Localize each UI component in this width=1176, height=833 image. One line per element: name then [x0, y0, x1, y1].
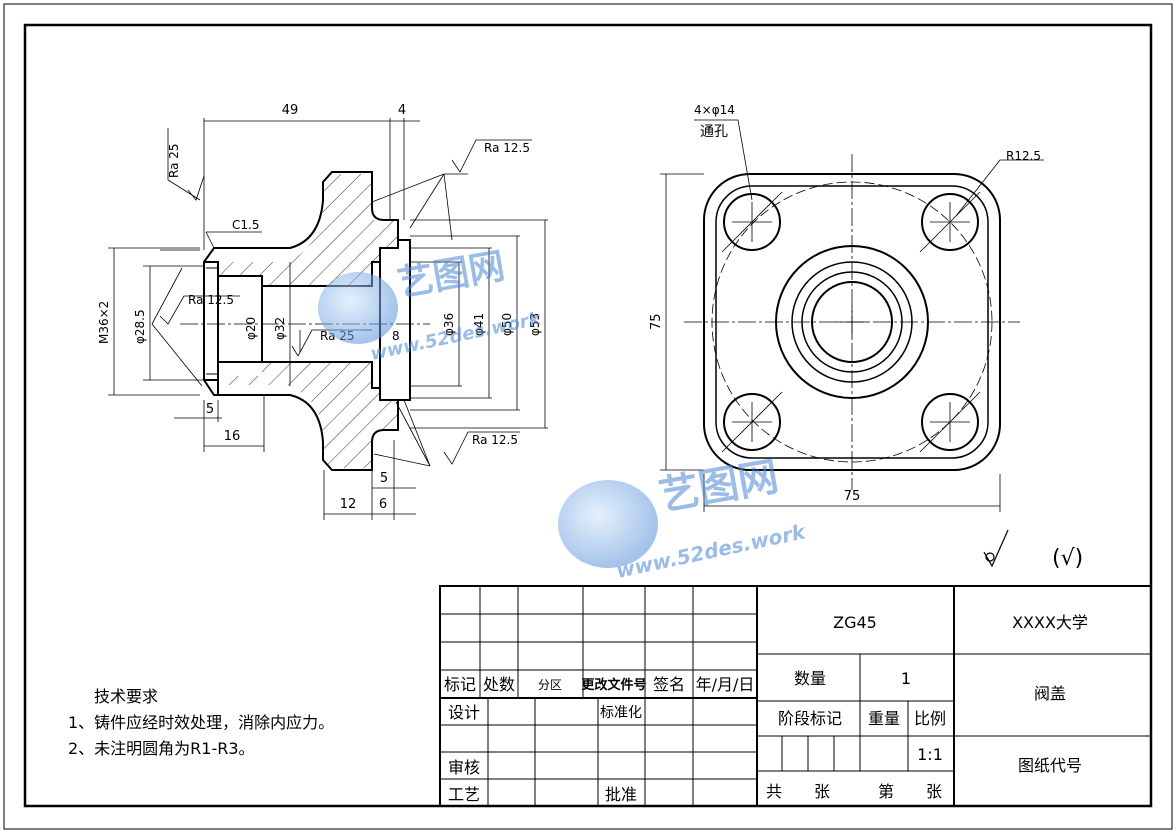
side-dim-texts: 4×φ14 通孔 R12.5 75 75	[649, 103, 1041, 504]
tb-date: 年/月/日	[696, 675, 755, 694]
tb-quantity: 1	[901, 669, 911, 688]
dim-m36: M36×2	[97, 301, 111, 344]
title-block-texts: 标记 处数 分区 更改文件号 签名 年/月/日 设计 标准化 审核 工艺 批准 …	[444, 613, 1088, 804]
bolt-hole-br	[921, 393, 979, 451]
tb-quantity-label: 数量	[794, 669, 826, 688]
tb-sheets2: 张	[926, 782, 942, 801]
general-roughness	[983, 529, 1009, 568]
tb-total: 共	[766, 782, 782, 801]
tb-material: ZG45	[833, 613, 877, 632]
ra-125-left: Ra 12.5	[188, 293, 234, 307]
tb-zone: 分区	[538, 678, 562, 692]
roughness-note: (√)	[1052, 546, 1083, 571]
tb-drawing-code: 图纸代号	[1018, 756, 1082, 775]
dim-53: φ53	[528, 313, 542, 336]
dim-5b: 5	[380, 471, 388, 486]
tb-mark: 标记	[444, 675, 476, 694]
dim-75-horizontal: 75	[844, 489, 861, 504]
dim-75-vertical: 75	[649, 313, 664, 330]
dim-32: φ32	[273, 317, 287, 340]
tb-sheets1: 张	[814, 782, 830, 801]
tb-weight: 重量	[868, 709, 900, 728]
tb-part-name: 阀盖	[1034, 684, 1066, 703]
part-outline	[203, 171, 411, 471]
dim-5a: 5	[206, 402, 214, 417]
bolt-hole-bl	[723, 393, 781, 451]
tb-standard: 标准化	[600, 705, 642, 721]
tb-university: XXXX大学	[1012, 613, 1088, 632]
section-hatch-lower	[218, 362, 398, 468]
watermark-globe-icon	[318, 272, 398, 344]
dim-6: 6	[379, 497, 387, 512]
tb-change-doc: 更改文件号	[581, 677, 646, 693]
watermark-globe-icon-2	[558, 480, 658, 568]
bolt-hole-tl	[723, 193, 781, 251]
ra-125-top: Ra 12.5	[484, 141, 530, 155]
dim-49: 49	[282, 103, 299, 118]
ra-25-top: Ra 25	[167, 143, 181, 178]
section-hatch-upper	[218, 174, 398, 286]
dim-12: 12	[340, 497, 357, 512]
bolt-hole-tr	[921, 193, 979, 251]
dim-285: φ28.5	[133, 309, 147, 344]
watermark-brand: 艺图网	[394, 246, 507, 305]
notes-line-2: 2、未注明圆角为R1-R3。	[68, 739, 255, 758]
flange-outline	[703, 173, 1001, 471]
tb-scale: 1:1	[917, 745, 943, 764]
tb-sign: 签名	[653, 675, 685, 694]
holes-spec: 4×φ14	[694, 103, 735, 117]
dim-16: 16	[224, 429, 241, 444]
tb-count: 处数	[483, 675, 515, 694]
watermark-brand-2: 艺图网	[656, 454, 782, 520]
notes-line-1: 1、铸件应经时效处理，消除内应力。	[68, 713, 335, 732]
dim-50: φ50	[500, 313, 514, 336]
ra-125-bot: Ra 12.5	[472, 433, 518, 447]
notes-title: 技术要求	[94, 687, 159, 706]
tb-process: 工艺	[448, 785, 480, 804]
tb-review: 审核	[448, 758, 480, 777]
tb-number: 第	[878, 782, 894, 801]
roughness-icon	[983, 529, 1009, 568]
holes-through: 通孔	[700, 124, 728, 140]
dim-41: φ41	[472, 313, 486, 336]
bore	[811, 281, 893, 363]
tb-scale-label: 比例	[914, 709, 946, 728]
title-block	[439, 585, 1152, 807]
tb-stage-mark: 阶段标记	[778, 709, 842, 728]
front-dimensions	[108, 118, 548, 520]
dim-36: φ36	[442, 313, 456, 336]
front-dim-texts: 49 4 Ra 25 Ra 12.5 C1.5 M36×2 φ28.5 Ra 1…	[97, 103, 542, 512]
dim-8: 8	[392, 329, 400, 343]
technical-requirements: 技术要求 1、铸件应经时效处理，消除内应力。 2、未注明圆角为R1-R3。	[68, 684, 334, 762]
dim-20: φ20	[244, 317, 258, 340]
tb-design: 设计	[448, 703, 480, 722]
side-view	[660, 119, 1044, 512]
chamfer-c15: C1.5	[232, 218, 259, 232]
dim-4: 4	[398, 103, 406, 118]
outer-border	[3, 3, 1173, 830]
radius-125: R12.5	[1006, 149, 1041, 163]
tb-approve: 批准	[605, 785, 637, 804]
